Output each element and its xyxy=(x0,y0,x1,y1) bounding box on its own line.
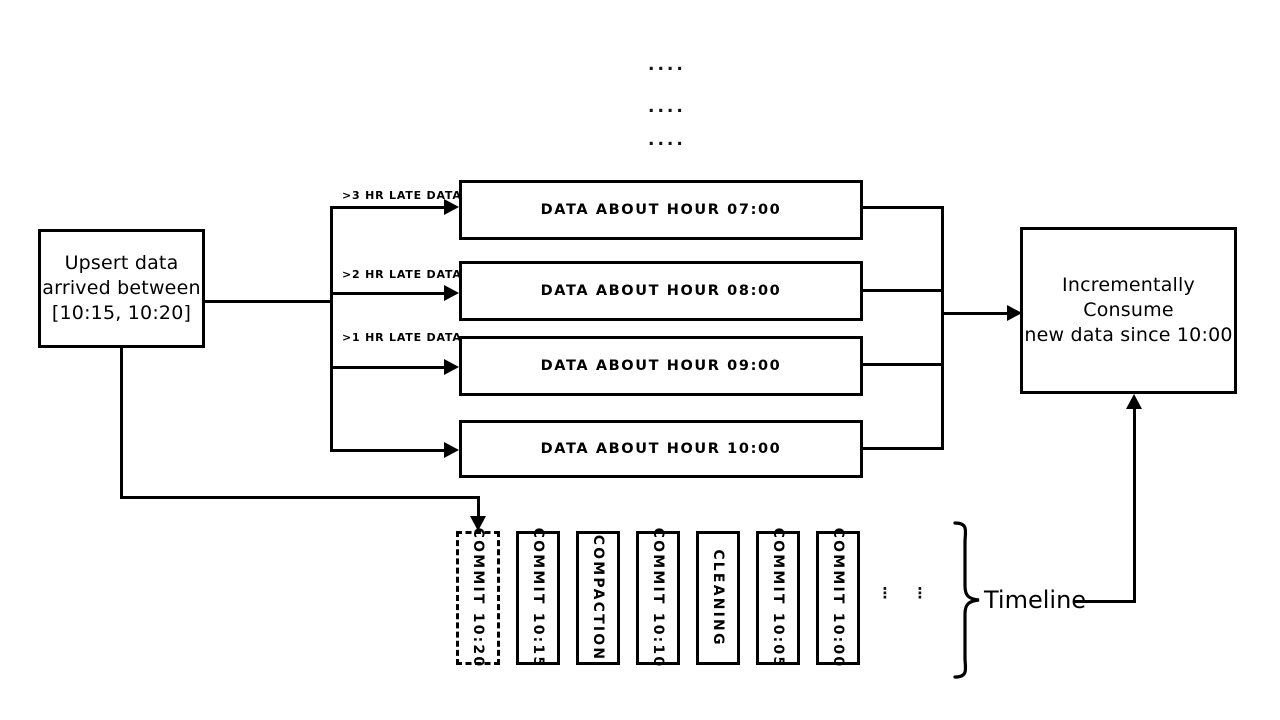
late-data-label-1hr: >1 HR LATE DATA xyxy=(342,331,462,344)
timeline-commit-box-1015[interactable]: COMMIT 10:15 xyxy=(516,528,560,668)
branch-line-3 xyxy=(330,366,445,369)
late-data-label-3hr: >3 HR LATE DATA xyxy=(342,189,462,202)
timeline-cleaning-box[interactable]: CLEANING xyxy=(696,531,740,665)
timeline-commit-label-1005: COMMIT 10:05 xyxy=(770,527,786,669)
source-to-fan-line xyxy=(205,300,332,303)
source-to-timeline-vline-2 xyxy=(477,496,480,519)
consumer-line-1: Incrementally Consume xyxy=(1062,274,1195,321)
timeline-to-consumer-arrowhead xyxy=(1126,394,1142,409)
timeline-commit-label-1015: COMMIT 10:15 xyxy=(530,527,546,669)
timeline-ellipsis-1: ⋮ xyxy=(876,584,894,604)
timeline-commit-box-1020[interactable]: COMMIT 10:20 xyxy=(456,528,500,668)
hour-partition-label-0700: DATA ABOUT HOUR 07:00 xyxy=(540,202,782,218)
late-data-label-2hr: >2 HR LATE DATA xyxy=(342,268,462,281)
overflow-dots-3: .... xyxy=(648,130,686,150)
timeline-compaction-label: COMPACTION xyxy=(590,534,606,662)
fan-out-bus xyxy=(330,206,333,449)
consumer-line-2: new data since 10:00 xyxy=(1024,324,1233,346)
source-to-timeline-vline-1 xyxy=(120,348,123,498)
hour-partition-box-0700[interactable]: DATA ABOUT HOUR 07:00 xyxy=(459,180,863,240)
timeline-ellipsis-2: ⋮ xyxy=(911,584,929,604)
upsert-line-1: Upsert data xyxy=(64,252,179,274)
timeline-commit-label-1020: COMMIT 10:20 xyxy=(470,527,486,669)
branch-line-2 xyxy=(330,292,445,295)
overflow-dots-1: .... xyxy=(648,55,686,75)
branch-line-1 xyxy=(330,206,445,209)
incremental-consumer-box[interactable]: Incrementally Consume new data since 10:… xyxy=(1020,227,1237,394)
source-to-timeline-hline xyxy=(120,496,479,499)
branch-arrowhead-3 xyxy=(444,359,459,375)
hour-partition-label-0800: DATA ABOUT HOUR 08:00 xyxy=(540,283,782,299)
timeline-commit-box-1010[interactable]: COMMIT 10:10 xyxy=(636,528,680,668)
branch-line-4 xyxy=(330,449,445,452)
upsert-line-3: [10:15, 10:20] xyxy=(51,302,192,324)
timeline-commit-label-1010: COMMIT 10:10 xyxy=(650,527,666,669)
hour-partition-box-1000[interactable]: DATA ABOUT HOUR 10:00 xyxy=(459,420,863,478)
collector-to-consumer-line xyxy=(941,312,1009,315)
upsert-line-2: arrived between xyxy=(42,277,201,299)
branch-arrowhead-4 xyxy=(444,442,459,458)
hour-partition-box-0800[interactable]: DATA ABOUT HOUR 08:00 xyxy=(459,261,863,321)
merge-collector-bus xyxy=(941,206,944,450)
timeline-to-consumer-vline xyxy=(1133,408,1136,600)
hour-partition-box-0900[interactable]: DATA ABOUT HOUR 09:00 xyxy=(459,336,863,396)
timeline-brace xyxy=(953,521,980,679)
timeline-cleaning-label: CLEANING xyxy=(710,549,726,647)
hour-partition-label-0900: DATA ABOUT HOUR 09:00 xyxy=(540,358,782,374)
upsert-source-box[interactable]: Upsert data arrived between [10:15, 10:2… xyxy=(38,229,205,348)
branch-arrowhead-2 xyxy=(444,285,459,301)
timeline-commit-arrowhead xyxy=(470,516,486,531)
overflow-dots-2: .... xyxy=(648,97,686,117)
merge-stub-1 xyxy=(862,206,944,209)
consumer-arrowhead xyxy=(1007,305,1022,321)
timeline-to-consumer-hline xyxy=(1073,600,1136,603)
merge-stub-2 xyxy=(862,289,944,292)
branch-arrowhead-1 xyxy=(444,199,459,215)
timeline-compaction-box[interactable]: COMPACTION xyxy=(576,531,620,665)
merge-stub-3 xyxy=(862,363,944,366)
timeline-commit-label-1000: COMMIT 10:00 xyxy=(830,527,846,669)
timeline-label: Timeline xyxy=(984,586,1087,614)
hour-partition-label-1000: DATA ABOUT HOUR 10:00 xyxy=(540,441,782,457)
merge-stub-4 xyxy=(862,447,944,450)
timeline-commit-box-1005[interactable]: COMMIT 10:05 xyxy=(756,528,800,668)
timeline-commit-box-1000[interactable]: COMMIT 10:00 xyxy=(816,528,860,668)
